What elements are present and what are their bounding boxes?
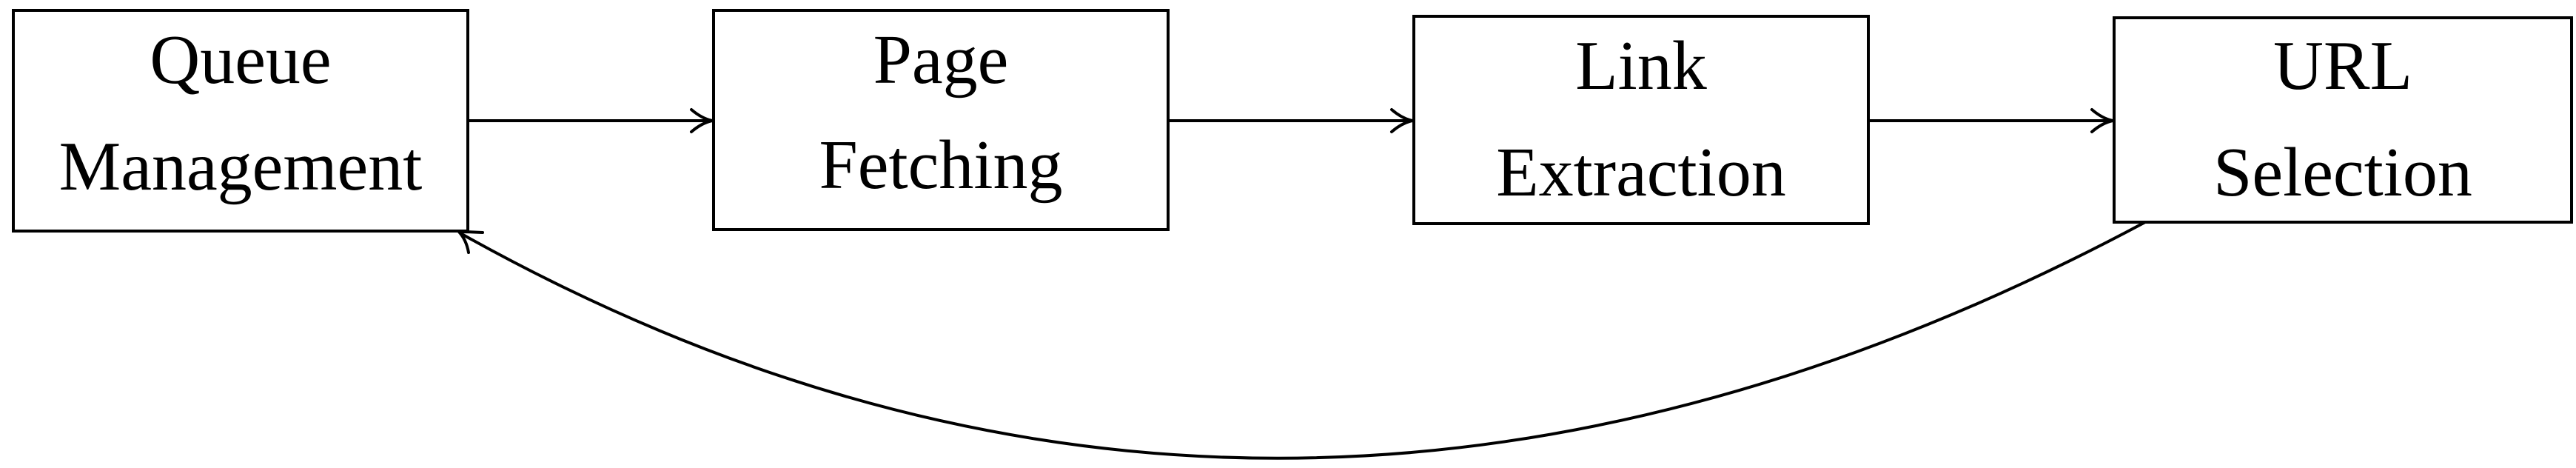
node-url-selection: URL Selection xyxy=(2113,16,2573,224)
node-box-queue-management xyxy=(12,9,469,233)
node-box-url-selection xyxy=(2113,16,2573,224)
node-box-link-extraction xyxy=(1412,15,1870,225)
arrowhead-page-to-link xyxy=(1390,108,1414,133)
node-label-link-line2: Extraction xyxy=(1496,134,1786,211)
node-label-queue-line2: Management xyxy=(59,128,423,205)
node-page-fetching: Page Fetching xyxy=(712,9,1170,231)
node-link-extraction: Link Extraction xyxy=(1412,15,1870,225)
node-label-url-line1: URL xyxy=(2273,27,2412,104)
node-label-page-line1: Page xyxy=(873,21,1009,98)
node-box-page-fetching xyxy=(712,9,1170,231)
arrowhead-link-to-url xyxy=(2090,108,2114,133)
node-label-page-line2: Fetching xyxy=(819,127,1063,204)
arrowhead-queue-to-page xyxy=(690,108,714,133)
node-label-url-line2: Selection xyxy=(2213,134,2472,211)
edge-curve-url-to-queue xyxy=(460,221,2146,460)
edge-url-to-queue xyxy=(457,221,2146,460)
edge-queue-to-page xyxy=(468,108,714,133)
edge-link-to-url xyxy=(1868,108,2114,133)
node-label-queue-line1: Queue xyxy=(150,21,331,98)
node-label-link-line1: Link xyxy=(1575,27,1707,104)
arrowhead-url-to-queue xyxy=(457,230,484,254)
node-queue-management: Queue Management xyxy=(12,9,469,233)
edge-page-to-link xyxy=(1168,108,1414,133)
